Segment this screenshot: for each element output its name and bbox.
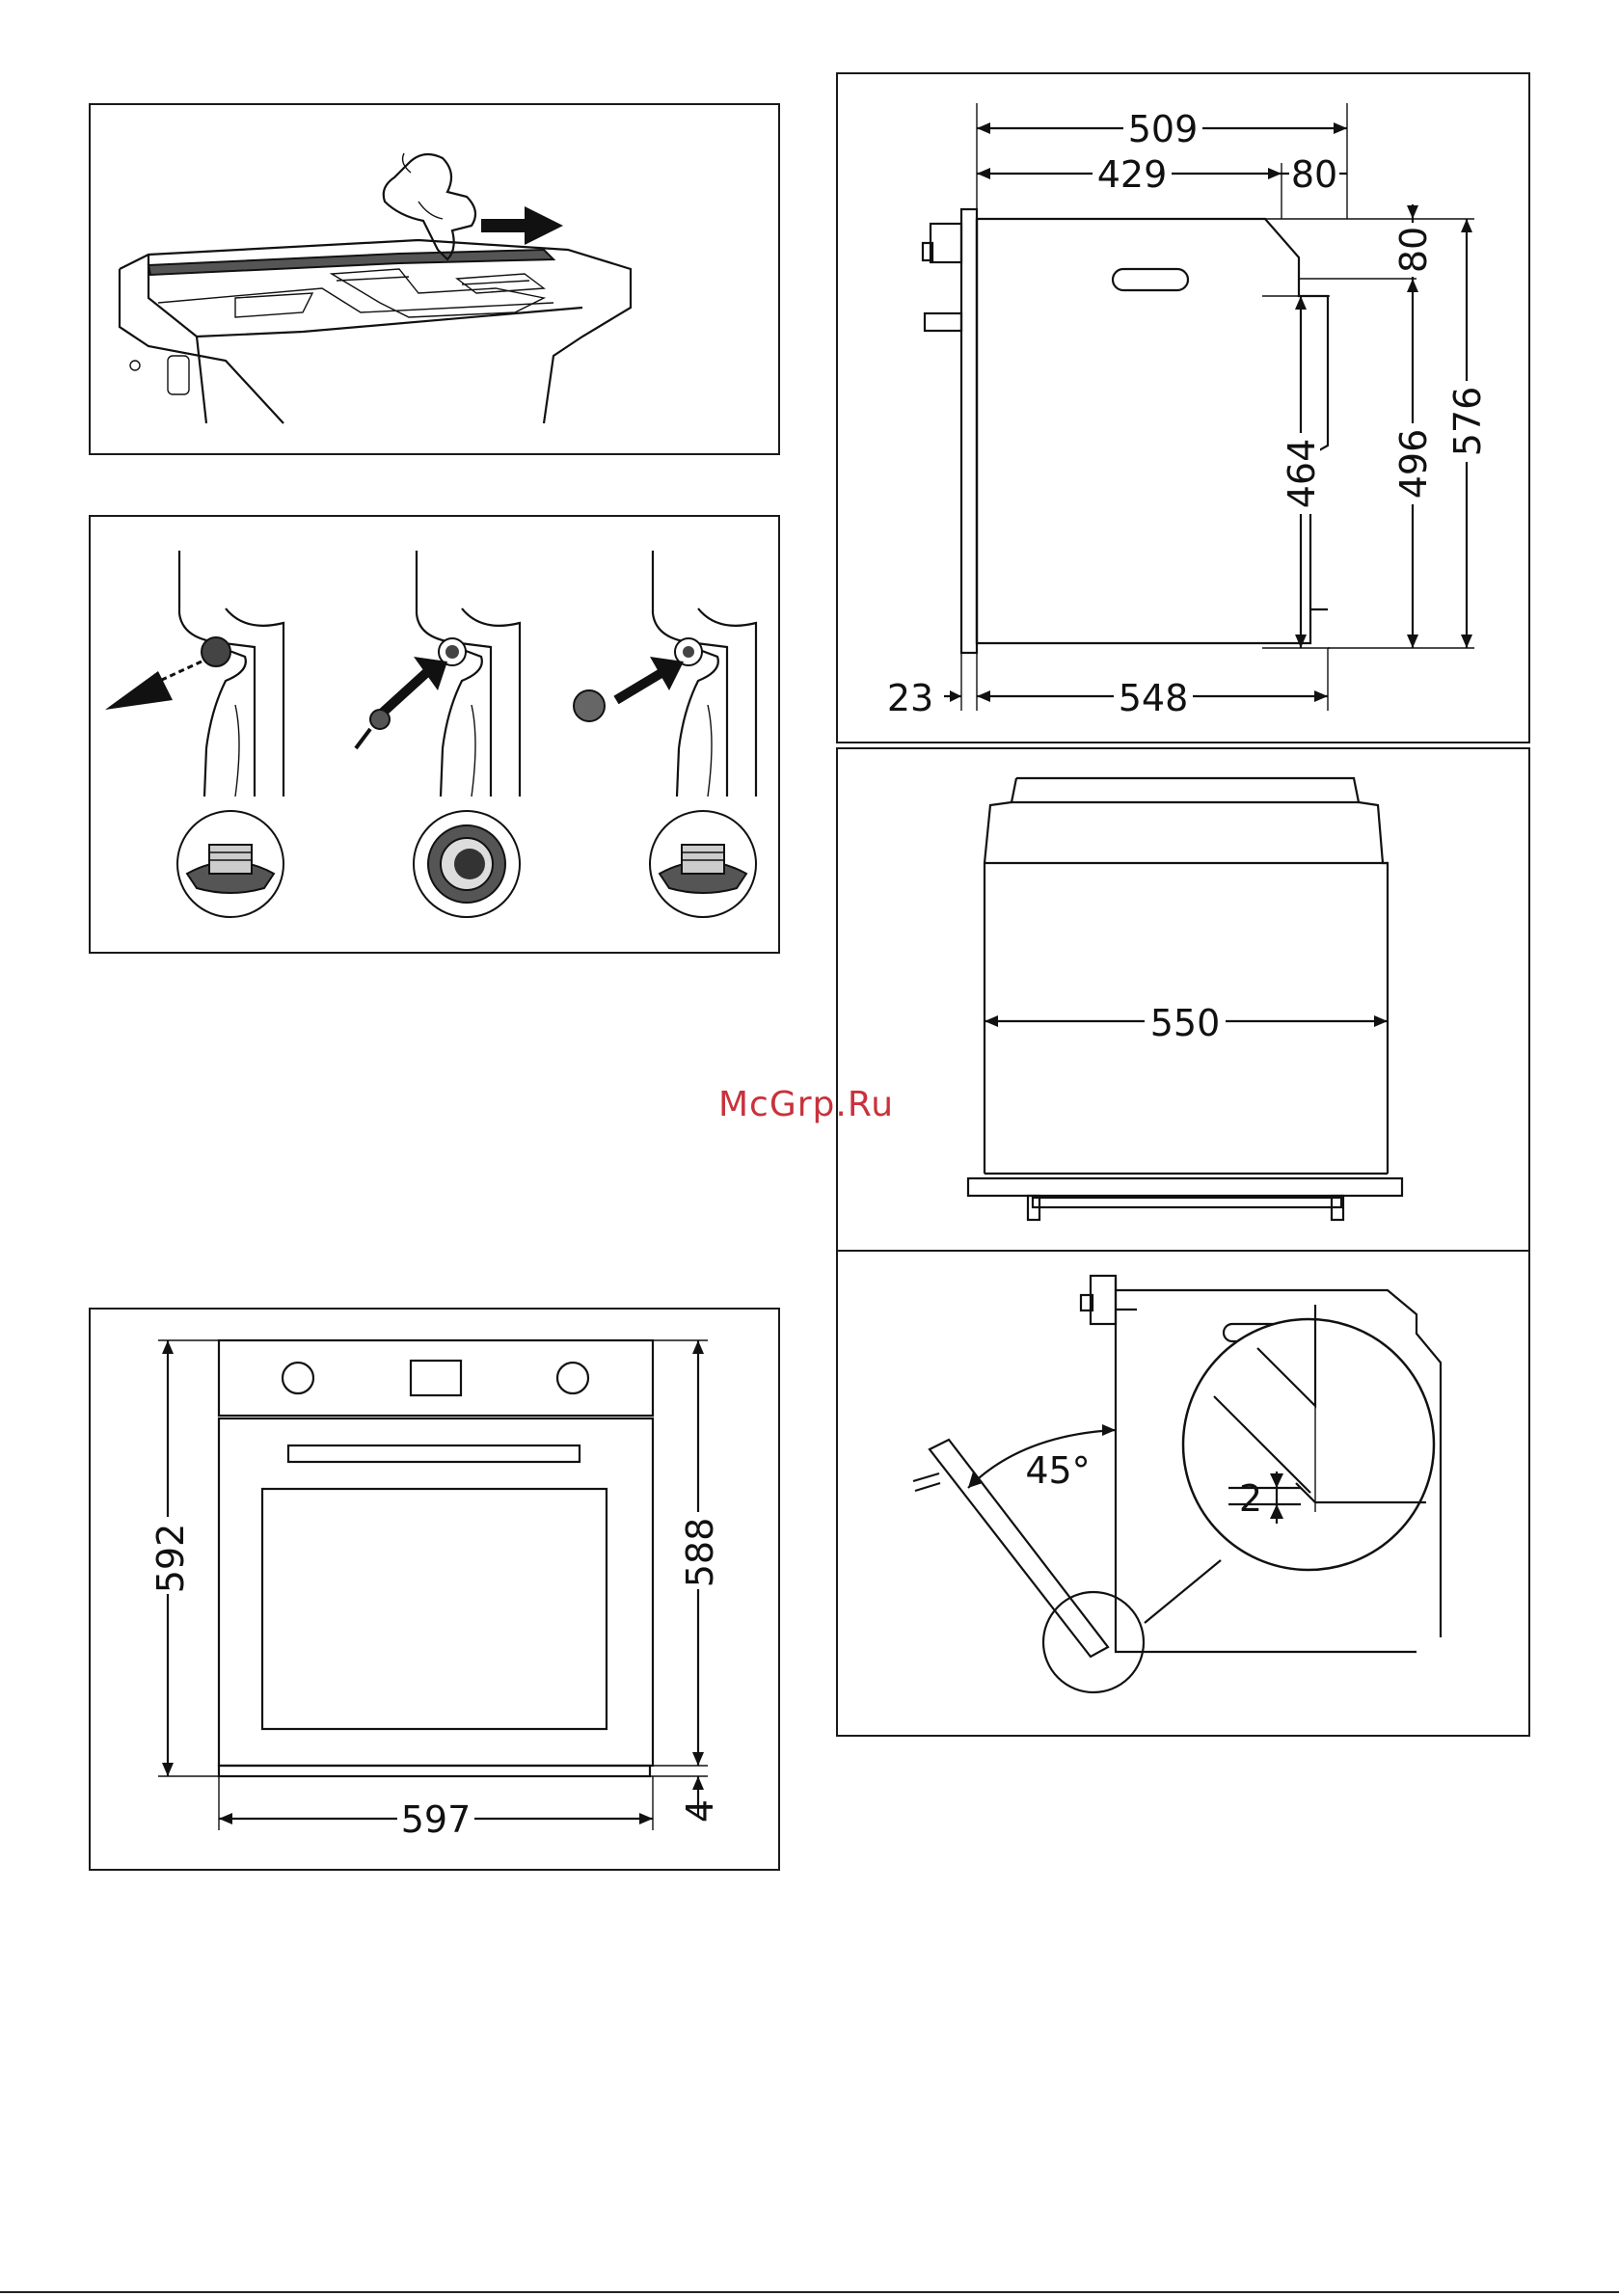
- door-angle-diagram: 45° 2: [838, 1252, 1532, 1739]
- panel-screw-caps: [89, 515, 780, 954]
- dim-576: 576: [1446, 387, 1489, 457]
- step-insert-screw: [356, 551, 520, 917]
- step-insert-cap: [574, 551, 756, 917]
- cap-icon: [177, 811, 283, 917]
- dim-496: 496: [1392, 429, 1435, 500]
- dim-23: 23: [887, 677, 933, 719]
- step-remove-cap: [105, 551, 283, 917]
- trim-removal-illustration: [91, 105, 782, 457]
- angle-45: 45°: [1025, 1449, 1090, 1492]
- dim-588: 588: [679, 1518, 721, 1588]
- dim-80-horizontal: 80: [1291, 153, 1337, 196]
- watermark: McGrp.Ru: [718, 1085, 894, 1124]
- panel-door-angle: 45° 2: [836, 1250, 1530, 1737]
- dim-80-vertical: 80: [1392, 227, 1435, 273]
- dim-550: 550: [1150, 1002, 1221, 1044]
- dim-4: 4: [679, 1799, 721, 1823]
- dim-509: 509: [1128, 108, 1199, 150]
- dim-429: 429: [1097, 153, 1168, 196]
- panel-front-dimensions: 592 588 4 597: [89, 1308, 780, 1871]
- screw-icon: [356, 710, 390, 748]
- screw-cap-illustration: [91, 517, 782, 956]
- panel-remove-trim: [89, 103, 780, 455]
- page-footer-rule: [0, 2291, 1619, 2293]
- dim-597: 597: [401, 1798, 472, 1841]
- panel-side-dimensions: 509 429 80 80 464 496: [836, 72, 1530, 743]
- dim-592: 592: [149, 1524, 192, 1594]
- cabinet-top-view: 550: [838, 749, 1532, 1259]
- gap-2: 2: [1239, 1477, 1262, 1520]
- side-view-diagram: 509 429 80 80 464 496: [838, 74, 1532, 745]
- dim-548: 548: [1119, 677, 1189, 719]
- arrow-right-icon: [481, 206, 563, 245]
- dim-464: 464: [1281, 439, 1323, 509]
- panel-cabinet-width: 550: [836, 747, 1530, 1257]
- front-view-diagram: 592 588 4 597: [91, 1310, 782, 1873]
